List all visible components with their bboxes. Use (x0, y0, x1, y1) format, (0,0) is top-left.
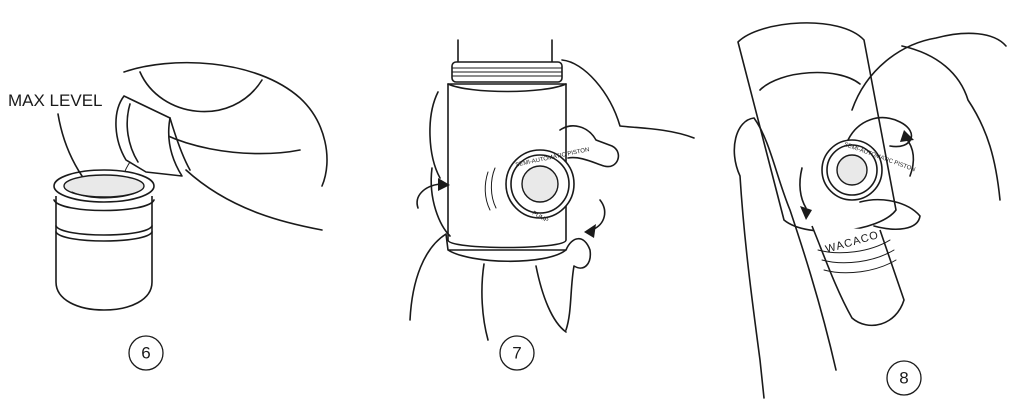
step-6-badge: 6 (129, 336, 163, 370)
panel-step-6: MAX LEVEL 6 (8, 63, 327, 370)
panel-step-7: SEMI-AUTOMATIC PISTON PUMP 7 (410, 40, 694, 370)
step-7-badge: 7 (500, 336, 534, 370)
max-level-pointer-line (58, 114, 82, 176)
hand-bottom (410, 234, 590, 340)
water-tank-cup (54, 170, 154, 310)
step-8-badge: 8 (887, 361, 921, 395)
panel-step-8: WACACO SEMI-AUTOMATIC PISTON 8 (734, 23, 1006, 398)
step-8-number: 8 (899, 368, 908, 387)
max-level-label: MAX LEVEL (8, 91, 103, 110)
step-6-number: 6 (141, 343, 150, 362)
pressure-dial-8: SEMI-AUTOMATIC PISTON (822, 140, 916, 200)
step-7-number: 7 (512, 343, 521, 362)
